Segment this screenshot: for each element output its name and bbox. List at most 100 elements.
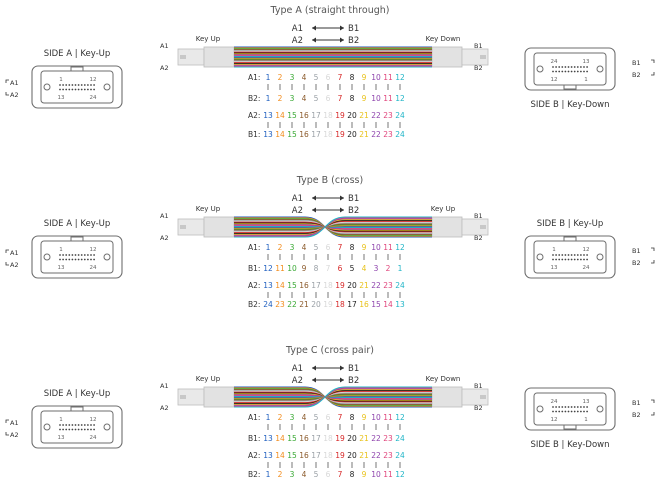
fiber-dot (573, 410, 576, 413)
pin-number: 17 (347, 300, 357, 309)
pin-number: 6 (326, 413, 331, 422)
face-a2-label: A2 (10, 261, 19, 269)
pin-number: 9 (362, 243, 367, 252)
fiber-dot (576, 258, 579, 261)
pin-number: 3 (290, 413, 295, 422)
fiber-dot (68, 428, 71, 431)
legend-arrow-left-head (312, 207, 316, 213)
face-b2-label: B2 (632, 259, 641, 267)
right-plug-body (461, 218, 489, 236)
pin-number: 7 (338, 470, 343, 479)
fiber-dot (586, 258, 588, 261)
pin-number: 23 (383, 451, 393, 460)
fiber-dot (71, 428, 74, 431)
face-b1-label: B1 (632, 399, 641, 407)
pin-number: 10 (371, 94, 381, 103)
pin-number: 3 (290, 243, 295, 252)
pin-number: 11 (383, 94, 393, 103)
pin-number: 17 (311, 281, 321, 290)
fiber-dot (558, 410, 561, 413)
fiber-dot (80, 84, 83, 86)
fiber-dot (62, 88, 64, 91)
fiber-dot (80, 428, 83, 431)
legend-b2-label: B2 (348, 36, 359, 46)
pin-number: 1 (266, 73, 271, 82)
plug-a1-label: A1 (160, 212, 169, 220)
fiber-dot (59, 254, 61, 256)
pin-number: 1 (266, 94, 271, 103)
legend-arrow-left-head (312, 25, 316, 31)
pin-number: 18 (323, 111, 333, 120)
fiber-dot (552, 254, 554, 256)
pin-number: 10 (371, 73, 381, 82)
fiber-dot (83, 428, 86, 431)
right-plug-body (461, 388, 489, 406)
fiber-number: 13 (551, 265, 558, 271)
pin-number: 13 (395, 300, 405, 309)
legend-b1-label: B1 (348, 364, 359, 374)
pin-number: 17 (311, 434, 321, 443)
right-plug-boot (431, 386, 463, 408)
left-plug-ferrule (180, 395, 186, 399)
connector-ferrule (40, 410, 114, 444)
section-title: Type C (cross pair) (285, 345, 374, 356)
bracket-mark (5, 262, 9, 266)
legend-arrow-right-head (340, 25, 344, 31)
fiber-number: 1 (552, 247, 556, 253)
connector-ferrule (40, 70, 114, 104)
face-a1-label: A1 (10, 79, 19, 87)
bracket-mark (651, 72, 655, 76)
fiber-dot (87, 428, 89, 431)
fiber-dot (65, 428, 68, 431)
fiber-number: 1 (584, 77, 588, 83)
pin-number: 16 (299, 281, 309, 290)
connector-ferrule (40, 240, 114, 274)
guide-hole-icon (43, 423, 51, 431)
fiber-dot (83, 88, 86, 91)
pin-number: 18 (335, 300, 345, 309)
fiber-dot (65, 424, 68, 426)
fiber-number: 12 (583, 247, 590, 253)
pin-number: 4 (362, 264, 367, 273)
pin-number: 15 (287, 451, 297, 460)
pin-number: 1 (266, 243, 271, 252)
plug-a2-label: A2 (160, 64, 169, 72)
pin-number: 20 (347, 281, 357, 290)
pin-number: 20 (347, 111, 357, 120)
legend-arrow-left-head (312, 365, 316, 371)
plug-a2-label: A2 (160, 404, 169, 412)
pin-number: 12 (395, 73, 405, 82)
side-b-label: SIDE B | Key-Up (537, 219, 604, 229)
pin-number: 24 (395, 451, 405, 460)
face-a2-label: A2 (10, 91, 19, 99)
pin-number: 14 (275, 111, 285, 120)
pin-number: 19 (323, 300, 333, 309)
fiber-dot (87, 424, 89, 426)
fiber-dot (555, 254, 557, 256)
fiber-number: 24 (90, 265, 97, 271)
pin-number: 20 (311, 300, 321, 309)
connector-key (70, 236, 84, 242)
left-key-label: Key Up (196, 375, 221, 383)
fiber-dot (558, 258, 561, 261)
legend-arrow-left-head (312, 195, 316, 201)
legend-arrow-right-head (340, 37, 344, 43)
fiber-number: 24 (551, 399, 558, 405)
fiber-dot (555, 66, 557, 68)
fiber-dot (561, 406, 564, 408)
pin-number: 9 (362, 470, 367, 479)
fiber-dot (586, 254, 588, 256)
fiber-dot (74, 428, 77, 431)
pin-row-label: B2: (248, 300, 260, 309)
legend-arrow-right-head (340, 377, 344, 383)
fiber-number: 1 (59, 247, 63, 253)
guide-hole-icon (103, 423, 111, 431)
face-b1-label: B1 (632, 59, 641, 67)
pin-number: 2 (278, 413, 283, 422)
pin-number: 22 (287, 300, 297, 309)
connector-ferrule (533, 240, 607, 274)
fiber-dot (561, 70, 564, 73)
pin-number: 13 (263, 434, 273, 443)
fiber-dot (586, 70, 588, 73)
